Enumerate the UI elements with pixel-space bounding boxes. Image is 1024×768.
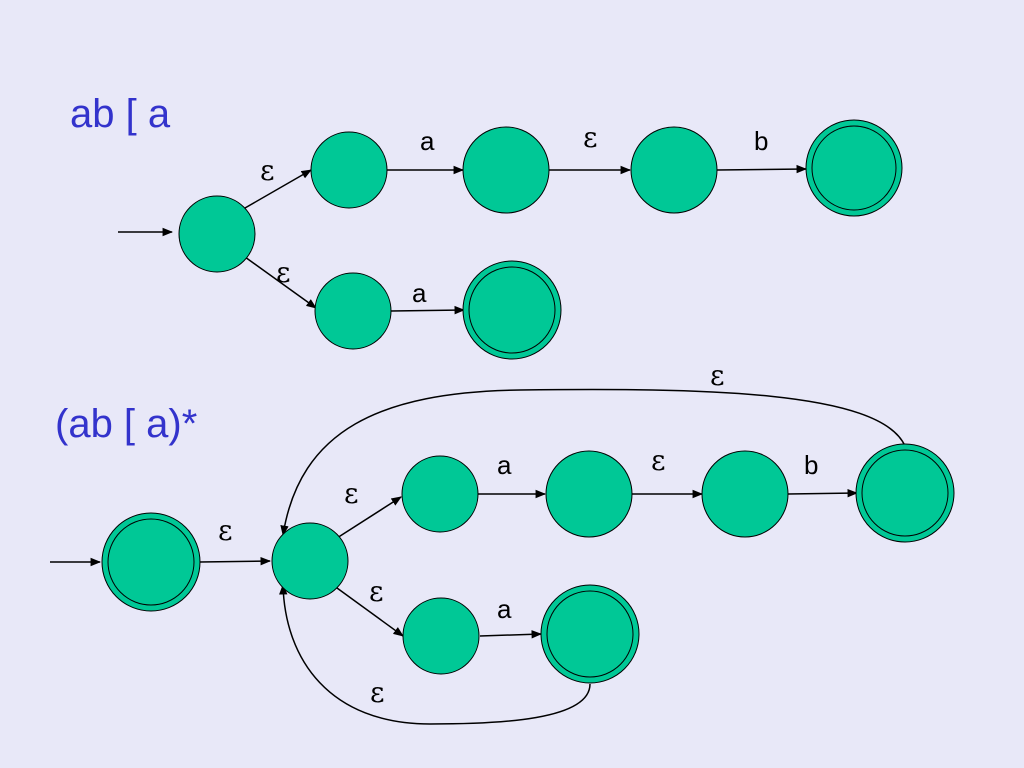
state-accept (462, 260, 562, 360)
state (462, 126, 550, 214)
state-accept (855, 443, 955, 543)
state (701, 450, 789, 538)
title-bottom: (ab [ a)* (55, 402, 198, 446)
state (401, 455, 479, 533)
label-b-upper: b (754, 126, 768, 156)
state-accept (540, 584, 640, 684)
edge-eps-start (199, 556, 272, 566)
label-eps-mid: ε (583, 121, 598, 154)
edge-eps-loop-top (280, 388, 906, 537)
edge-a-lower (390, 305, 466, 315)
state-start (178, 195, 256, 273)
state (545, 450, 633, 538)
label-eps-loop-top: ε (710, 359, 725, 392)
state (630, 126, 718, 214)
edge-eps-lower (336, 587, 404, 637)
state (271, 522, 349, 600)
title-top: ab [ a (70, 92, 171, 136)
state-accept (805, 119, 903, 217)
label-a-lower: a (497, 594, 512, 624)
nfa-bottom: ε ε ε a ε b ε a ε (50, 359, 955, 725)
label-a-upper: a (497, 450, 512, 480)
state (310, 131, 388, 209)
edge-eps-upper (336, 496, 402, 539)
label-b-upper: b (804, 450, 818, 480)
label-a-lower: a (412, 278, 427, 308)
state-start-accept (101, 512, 201, 612)
nfa-top: ε a ε b ε a (118, 119, 903, 360)
edge-eps-lower (244, 256, 317, 309)
edge-eps-loop-bottom (279, 583, 591, 725)
label-a-upper: a (420, 126, 435, 156)
edge-b-upper (716, 164, 808, 174)
label-eps-lower: ε (276, 256, 291, 289)
label-eps-mid: ε (651, 444, 666, 477)
label-eps-upper: ε (260, 154, 275, 187)
label-eps-upper: ε (344, 477, 359, 510)
label-eps-loop-bottom: ε (370, 676, 385, 709)
edge-b-upper (787, 488, 859, 498)
label-eps-start: ε (218, 514, 233, 547)
edge-eps-upper (244, 169, 312, 209)
state (402, 597, 480, 675)
state (314, 272, 392, 350)
label-eps-lower: ε (369, 575, 384, 608)
edge-a-lower (479, 630, 543, 639)
